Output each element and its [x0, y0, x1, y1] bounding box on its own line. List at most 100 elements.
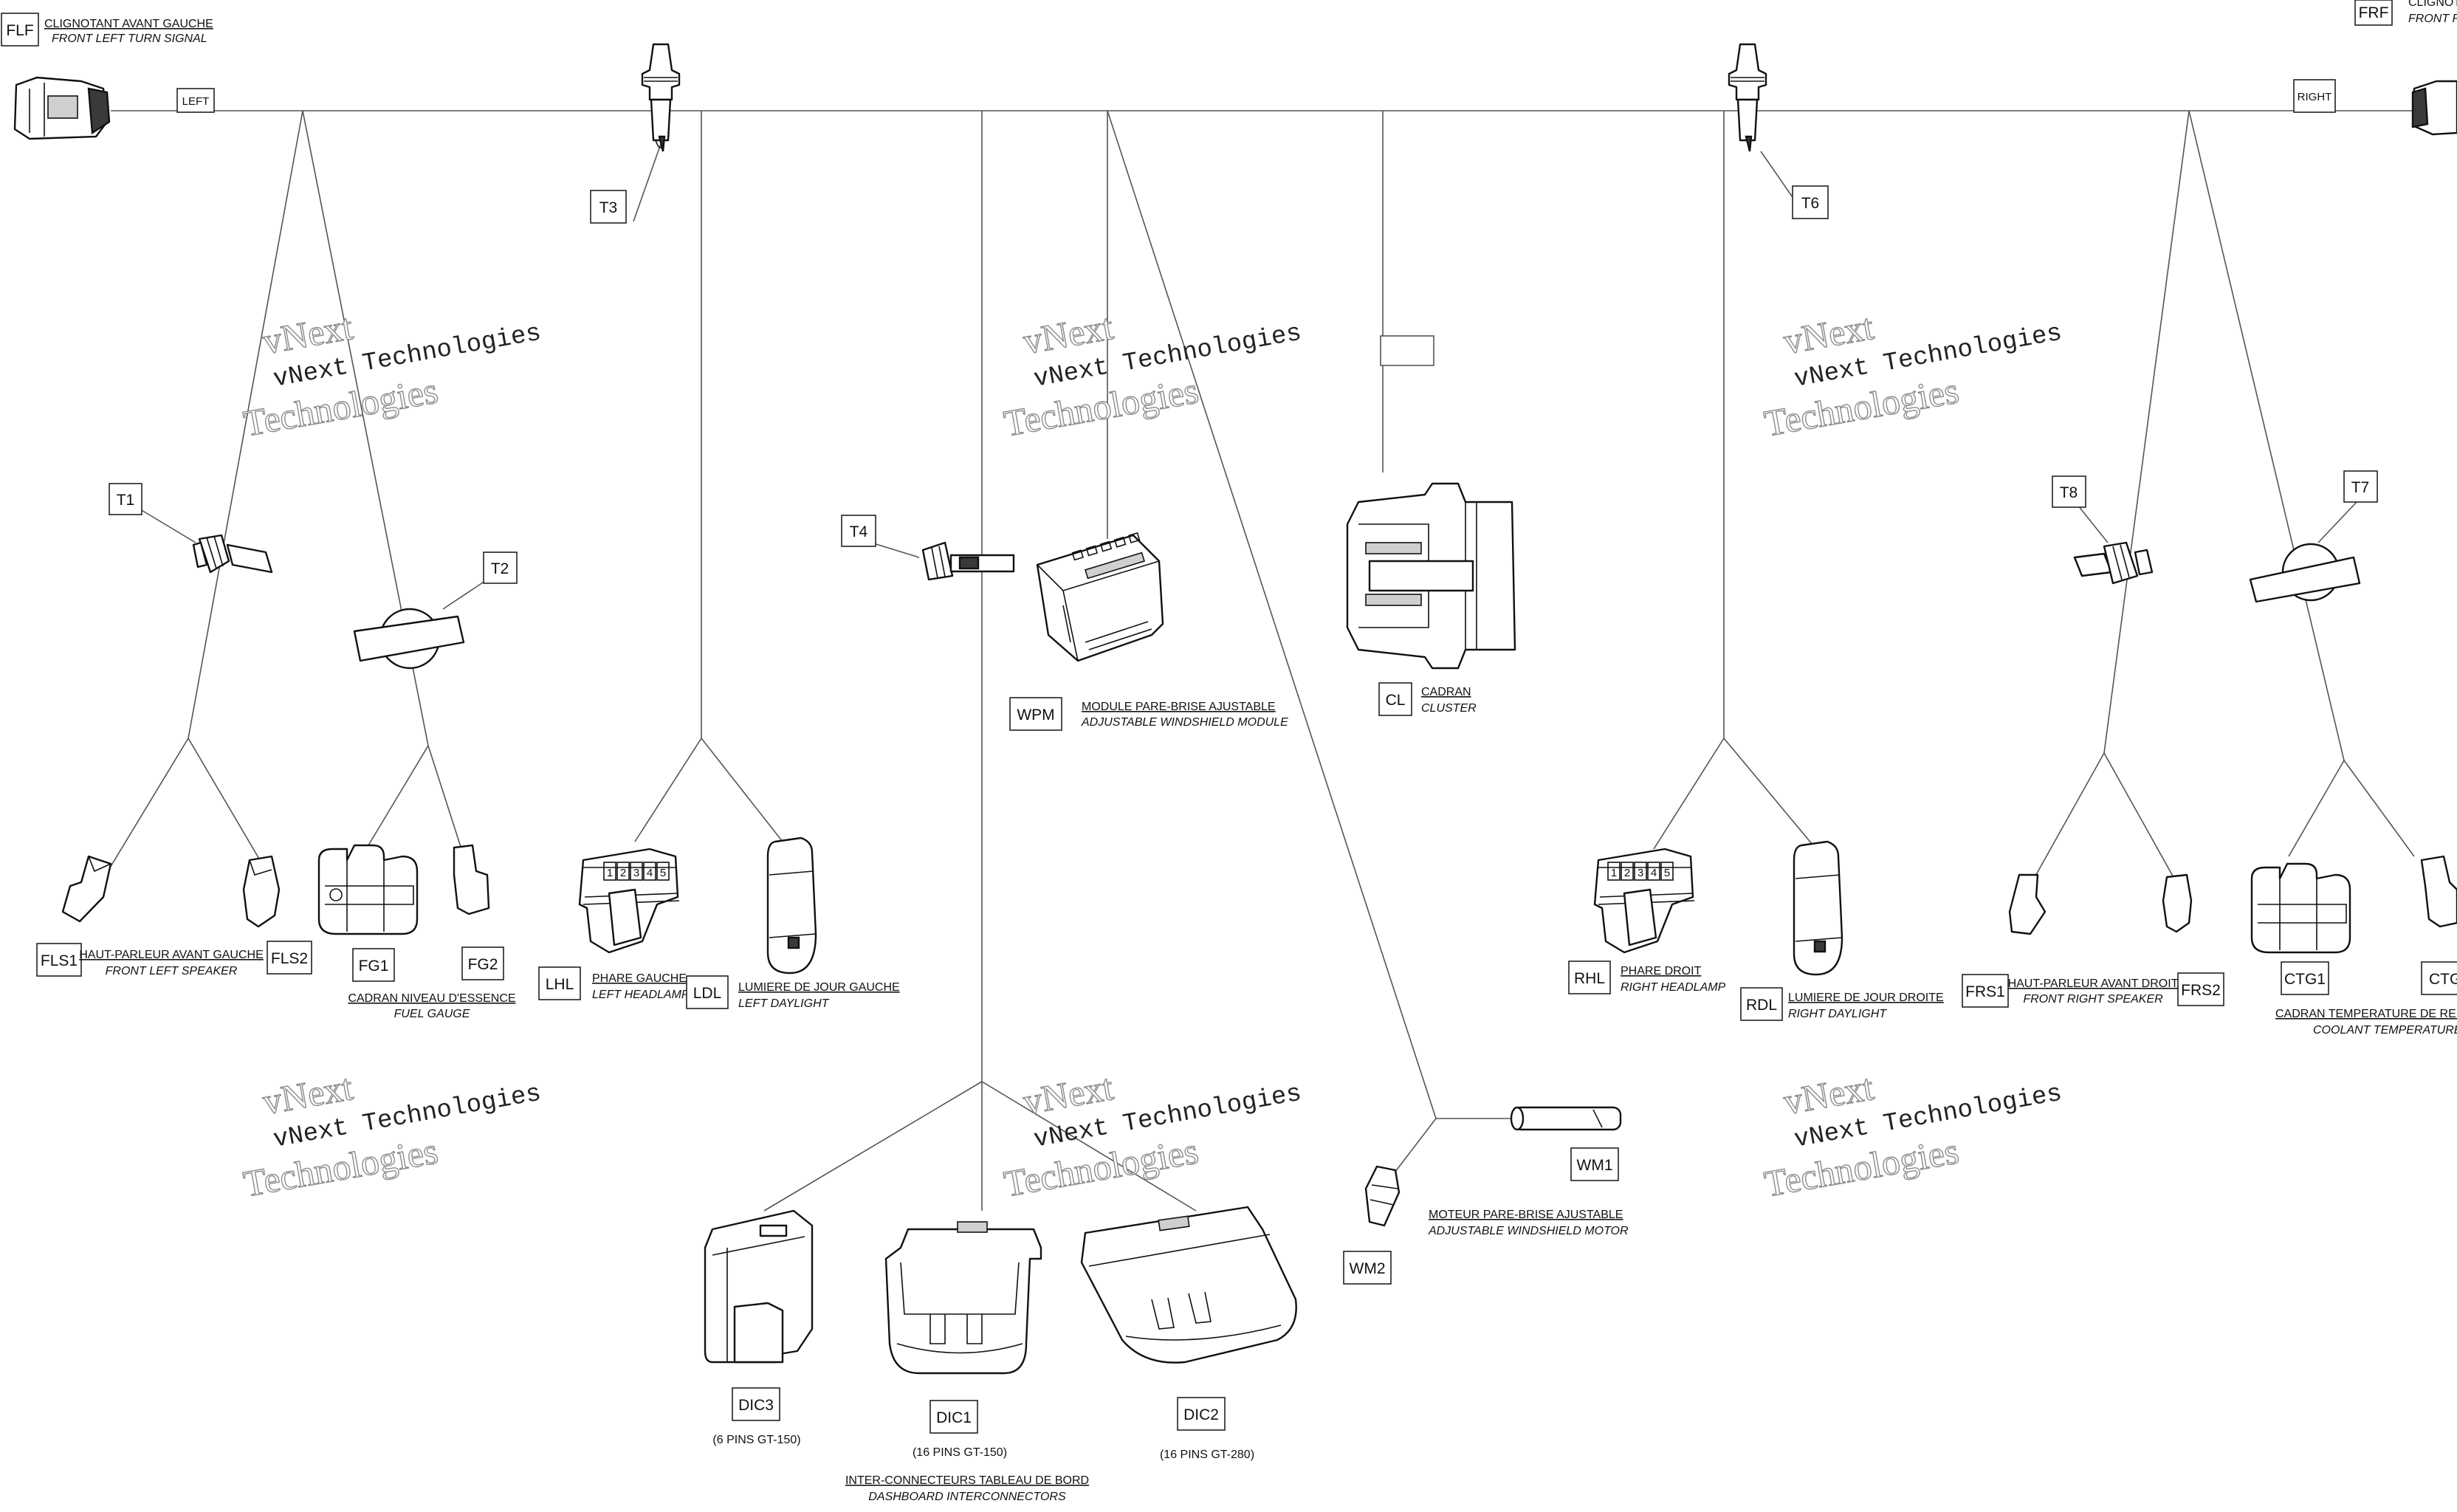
- svg-text:(6 PINS GT-150): (6 PINS GT-150): [712, 1434, 800, 1446]
- svg-text:MODULE PARE-BRISE AJUSTABLE: MODULE PARE-BRISE AJUSTABLE: [1082, 701, 1276, 713]
- svg-text:T8: T8: [2060, 484, 2078, 501]
- svg-text:T6: T6: [1801, 195, 1820, 212]
- label-cl: CL CADRAN CLUSTER: [1378, 682, 1477, 716]
- svg-text:4: 4: [647, 867, 653, 879]
- dic2-connector-icon: [1080, 1206, 1297, 1364]
- flf-connector-icon: [13, 76, 111, 140]
- svg-text:PHARE DROIT: PHARE DROIT: [1621, 965, 1702, 977]
- svg-text:T3: T3: [599, 199, 618, 216]
- svg-text:FUEL GAUGE: FUEL GAUGE: [394, 1008, 470, 1020]
- label-flf: FLF CLIGNOTANT AVANT GAUCHE FRONT LEFT T…: [1, 13, 213, 47]
- label-fg: FG1 FG2 CADRAN NIVEAU D'ESSENCE FUEL GAU…: [348, 946, 516, 1020]
- label-rdl: RDL LUMIERE DE JOUR DROITE RIGHT DAYLIGH…: [1740, 987, 1944, 1021]
- t3-clip-icon: [641, 43, 681, 152]
- label-dic: DIC3 (6 PINS GT-150) DIC1 (16 PINS GT-15…: [712, 1387, 1254, 1503]
- t7-ring-terminal-icon: [2249, 543, 2361, 603]
- svg-text:RIGHT: RIGHT: [2298, 91, 2332, 103]
- svg-text:LEFT DAYLIGHT: LEFT DAYLIGHT: [738, 997, 830, 1010]
- svg-text:WM2: WM2: [1350, 1260, 1386, 1277]
- lhl-connector-icon: 1 2 3 4 5: [578, 848, 680, 954]
- label-fls: FLS1 FLS2 HAUT-PARLEUR AVANT GAUCHE FRON…: [36, 941, 312, 977]
- label-ldl: LDL LUMIERE DE JOUR GAUCHE LEFT DAYLIGHT: [686, 975, 900, 1010]
- watermarks: vNext vNext Technologies Technologies vN…: [240, 305, 2064, 1205]
- ctg2-terminal-icon: [2420, 855, 2457, 928]
- svg-text:T7: T7: [2351, 479, 2370, 496]
- t2-ring-terminal-icon: [353, 608, 465, 670]
- rdl-connector-icon: [1793, 840, 1843, 976]
- label-frs: FRS1 FRS2 HAUT-PARLEUR AVANT DROIT FRONT…: [1962, 972, 2224, 1008]
- svg-text:FRONT LEFT TURN SIGNAL: FRONT LEFT TURN SIGNAL: [52, 32, 207, 45]
- svg-text:LEFT: LEFT: [182, 95, 210, 108]
- svg-text:HAUT-PARLEUR AVANT DROIT: HAUT-PARLEUR AVANT DROIT: [2008, 977, 2179, 990]
- label-wm: WM1 WM2 MOTEUR PARE-BRISE AJUSTABLE ADJU…: [1343, 1147, 1629, 1285]
- wire-ctg: [2188, 110, 2345, 761]
- svg-text:(16 PINS GT-280): (16 PINS GT-280): [1160, 1449, 1254, 1461]
- fls2-terminal-icon: [242, 855, 281, 928]
- svg-text:COOLANT TEMPERATURE GA: COOLANT TEMPERATURE GA: [2313, 1024, 2457, 1037]
- svg-text:FG1: FG1: [359, 958, 389, 975]
- svg-text:DIC3: DIC3: [738, 1397, 774, 1414]
- rhl-pin-labels: 1 2 3 4 5: [1607, 862, 1674, 881]
- wires: [103, 110, 2415, 1212]
- ctg1-connector-icon: [2250, 862, 2351, 954]
- svg-text:CLUSTER: CLUSTER: [1421, 702, 1477, 715]
- cl-connector-icon: [1346, 482, 1516, 670]
- t6-clip-icon: [1728, 43, 1767, 152]
- svg-text:CTG: CTG: [2429, 971, 2457, 988]
- svg-text:(16 PINS GT-150): (16 PINS GT-150): [913, 1446, 1007, 1459]
- svg-text:ADJUSTABLE WINDSHIELD MODULE: ADJUSTABLE WINDSHIELD MODULE: [1081, 716, 1288, 729]
- svg-text:FLS1: FLS1: [41, 952, 78, 969]
- svg-text:INTER-CONNECTEURS TABLEAU DE B: INTER-CONNECTEURS TABLEAU DE BORD: [845, 1474, 1089, 1487]
- svg-text:T4: T4: [850, 523, 868, 540]
- wire-frs: [2103, 110, 2190, 754]
- svg-text:LEFT HEADLAMP: LEFT HEADLAMP: [592, 989, 690, 1001]
- wpm-connector-icon: [1036, 532, 1164, 662]
- svg-text:FRS1: FRS1: [1965, 983, 2005, 1000]
- label-lhl: LHL PHARE GAUCHE LEFT HEADLAMP: [538, 966, 690, 1001]
- frf-connector-icon: [2411, 80, 2457, 136]
- svg-text:3: 3: [1638, 867, 1643, 879]
- label-rhl: RHL PHARE DROIT RIGHT HEADLAMP: [1568, 961, 1726, 994]
- svg-text:4: 4: [1651, 867, 1657, 879]
- t1-terminal-icon: [192, 534, 273, 574]
- svg-text:FG2: FG2: [468, 956, 498, 973]
- rhl-connector-icon: 1 2 3 4 5: [1593, 848, 1695, 954]
- svg-text:5: 5: [660, 867, 666, 879]
- wire-wm: [1107, 110, 1437, 1119]
- svg-text:CADRAN NIVEAU D'ESSENCE: CADRAN NIVEAU D'ESSENCE: [348, 992, 515, 1005]
- svg-text:RDL: RDL: [1746, 997, 1777, 1014]
- svg-text:FLS2: FLS2: [271, 950, 308, 967]
- label-t6: T6: [1792, 185, 1829, 219]
- svg-text:1: 1: [607, 867, 613, 879]
- label-frf: FRF CLIGNOT FRONT RIG: [2354, 0, 2457, 26]
- svg-text:CTG1: CTG1: [2284, 971, 2326, 988]
- tag-right: RIGHT: [2293, 79, 2336, 113]
- label-t1: T1: [109, 483, 142, 515]
- svg-text:5: 5: [1664, 867, 1670, 879]
- svg-text:FRONT RIGHT SPEAKER: FRONT RIGHT SPEAKER: [2023, 993, 2163, 1006]
- fg2-terminal-icon: [453, 844, 490, 915]
- svg-text:FRF: FRF: [2359, 4, 2389, 21]
- svg-text:FRONT RIG: FRONT RIG: [2408, 13, 2457, 25]
- label-wpm: WPM MODULE PARE-BRISE AJUSTABLE ADJUSTAB…: [1009, 697, 1288, 731]
- svg-text:LHL: LHL: [546, 976, 574, 993]
- svg-text:PHARE GAUCHE: PHARE GAUCHE: [592, 972, 687, 985]
- svg-text:WM1: WM1: [1577, 1157, 1613, 1174]
- svg-text:DIC2: DIC2: [1183, 1406, 1219, 1423]
- label-t8: T8: [2052, 475, 2086, 508]
- svg-text:2: 2: [1624, 867, 1630, 879]
- svg-text:FLF: FLF: [6, 22, 33, 39]
- frs2-terminal-icon: [2162, 873, 2193, 933]
- frs1-terminal-icon: [2008, 873, 2047, 935]
- svg-text:CLIGNOT: CLIGNOT: [2408, 0, 2457, 9]
- svg-text:LDL: LDL: [693, 985, 722, 1002]
- wire-fls: [188, 110, 303, 739]
- svg-text:FRS2: FRS2: [2181, 982, 2221, 999]
- svg-text:T2: T2: [491, 560, 509, 577]
- label-t2: T2: [483, 551, 518, 584]
- svg-text:ADJUSTABLE WINDSHIELD MOTOR: ADJUSTABLE WINDSHIELD MOTOR: [1428, 1225, 1629, 1237]
- svg-text:LUMIERE DE JOUR GAUCHE: LUMIERE DE JOUR GAUCHE: [738, 981, 900, 994]
- svg-text:RIGHT DAYLIGHT: RIGHT DAYLIGHT: [1788, 1008, 1887, 1020]
- wm1-pin-icon: [1510, 1106, 1622, 1131]
